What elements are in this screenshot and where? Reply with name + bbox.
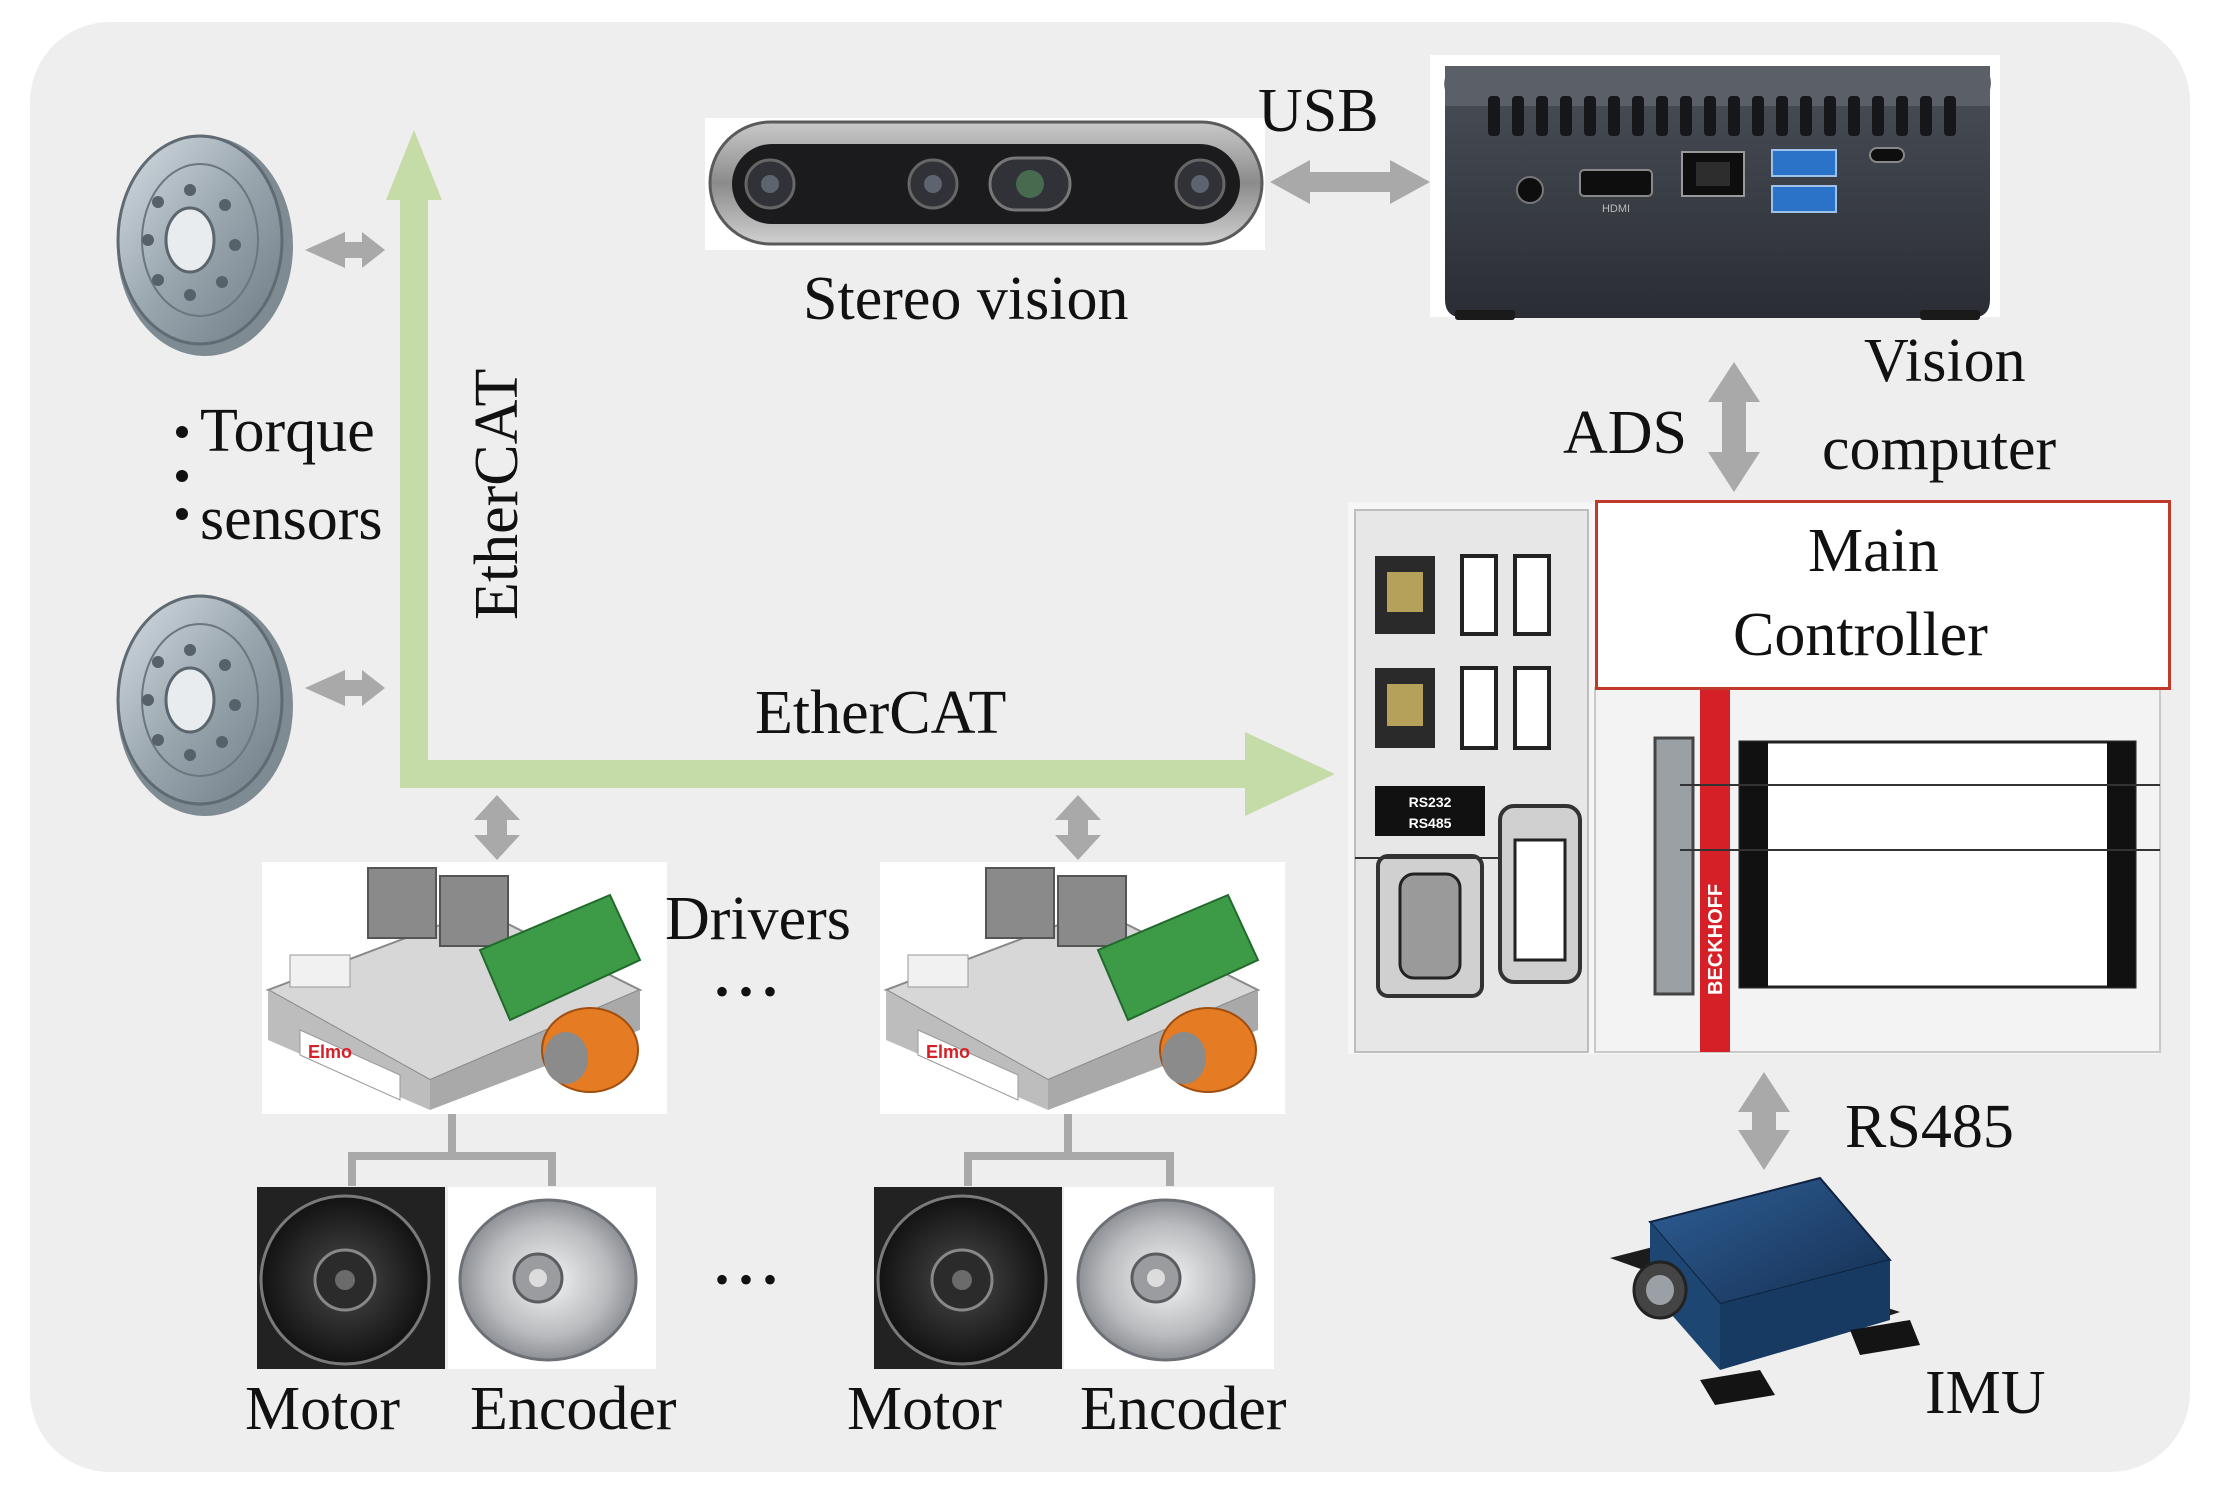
usb-label: USB xyxy=(1258,77,1379,145)
encoder-1-label: Encoder xyxy=(470,1375,677,1443)
ethercat-vertical-label: EtherCAT xyxy=(463,368,531,620)
ads-label: ADS xyxy=(1563,399,1688,467)
motor-1 xyxy=(257,1187,445,1369)
motor-2 xyxy=(874,1187,1062,1369)
main-controller-label-line1: Main xyxy=(1808,517,1939,585)
driver-1-link-arrow xyxy=(474,795,520,860)
torque-sensors-label-line1: Torque xyxy=(200,397,375,465)
ethercat-bus-vertical xyxy=(400,200,428,782)
beckhoff-brand-label: BECKHOFF xyxy=(1705,884,1727,995)
drivers-ellipsis: • • • xyxy=(715,969,778,1014)
link-arrows xyxy=(305,160,1790,1170)
imu-label: IMU xyxy=(1925,1359,2046,1427)
motor-1-label: Motor xyxy=(245,1375,400,1443)
vision-computer-label-line1: Vision xyxy=(1864,327,2026,395)
hdmi-port-label: HDMI xyxy=(1602,203,1630,215)
encoder-1 xyxy=(448,1187,656,1369)
torque-sensor-2-link-arrow xyxy=(305,670,385,706)
vision-computer: HDMI xyxy=(1430,55,2000,320)
ethercat-bus xyxy=(386,130,1335,816)
motors-ellipsis: • • • xyxy=(715,1257,778,1302)
driver-1-brand-label: Elmo xyxy=(308,1042,352,1062)
driver-1: Elmo xyxy=(262,862,667,1114)
driver-2: Elmo xyxy=(880,862,1285,1114)
stereo-vision-label: Stereo vision xyxy=(803,265,1129,333)
rs485-link-arrow xyxy=(1738,1072,1790,1170)
usb-link-arrow xyxy=(1270,160,1430,204)
driver-2-brand-label: Elmo xyxy=(926,1042,970,1062)
ads-link-arrow xyxy=(1708,362,1760,492)
rs232-port-label: RS232 xyxy=(1409,794,1452,810)
torque-sensor-1 xyxy=(116,134,293,356)
torque-sensor-1-link-arrow xyxy=(305,232,385,268)
ethercat-horizontal-label: EtherCAT xyxy=(755,679,1007,747)
main-controller-label-line2: Controller xyxy=(1733,601,1988,669)
torque-sensor-2 xyxy=(116,594,293,816)
encoder-2-label: Encoder xyxy=(1080,1375,1287,1443)
ethercat-bus-up-arrowhead xyxy=(386,130,442,200)
driver-2-link-arrow xyxy=(1055,795,1101,860)
vision-computer-label-line2: computer xyxy=(1822,415,2057,483)
imu-device xyxy=(1610,1176,1920,1405)
encoder-2 xyxy=(1064,1187,1274,1369)
motor-2-label: Motor xyxy=(847,1375,1002,1443)
torque-sensors-label-line2: sensors xyxy=(200,485,383,553)
main-controller-label-box xyxy=(1595,500,2171,690)
rs485-port-label: RS485 xyxy=(1409,815,1452,831)
ethercat-bus-right-arrowhead xyxy=(1245,732,1335,816)
drivers-label: Drivers xyxy=(665,885,851,953)
rs485-label: RS485 xyxy=(1845,1093,2014,1161)
driver-motor-connectors xyxy=(348,1114,1174,1186)
ethercat-bus-horizontal xyxy=(400,760,1250,788)
stereo-camera xyxy=(705,118,1265,250)
torque-sensor-ellipsis-dots xyxy=(176,426,188,520)
